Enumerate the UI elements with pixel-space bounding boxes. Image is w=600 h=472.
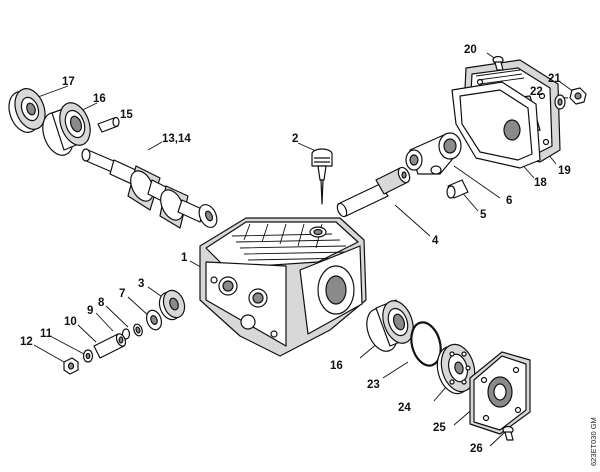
callout-3: 3	[138, 278, 144, 290]
callout-16-upper: 16	[93, 93, 106, 105]
part-26-screw	[502, 425, 514, 441]
drawing-code: 623ET030 GM	[589, 417, 598, 466]
part-12-nut	[63, 357, 79, 375]
part-24-bearing	[436, 343, 476, 395]
callout-labels: 17 16 15 13,14 2 1 3 7 8 9 10 11 12 4 5 …	[20, 44, 571, 455]
part-10-sleeve	[93, 333, 127, 359]
part-17-seal	[8, 88, 46, 133]
callout-2: 2	[292, 133, 298, 145]
part-16-bearing-lower	[366, 299, 414, 352]
callout-17: 17	[62, 76, 75, 88]
callout-12: 12	[20, 336, 33, 348]
part-20-bolt	[492, 55, 504, 71]
part-13-14-camshaft	[81, 148, 218, 229]
callout-20: 20	[464, 44, 477, 56]
callout-24: 24	[398, 402, 411, 414]
callout-21: 21	[548, 73, 561, 85]
callout-19: 19	[558, 165, 571, 177]
callout-9: 9	[87, 305, 93, 317]
callout-5: 5	[480, 209, 487, 221]
leader-lines	[33, 52, 575, 447]
part-22-washer	[554, 94, 566, 110]
part-4-piston	[336, 166, 411, 218]
callout-7: 7	[119, 288, 125, 300]
part-8-oring	[133, 323, 143, 337]
callout-6: 6	[506, 195, 512, 207]
callout-16-lower: 16	[330, 360, 343, 372]
callout-26: 26	[470, 443, 483, 455]
part-2-valve	[311, 148, 333, 205]
callout-11: 11	[40, 328, 53, 340]
part-6-connecting-rod	[405, 132, 462, 175]
callout-10: 10	[64, 316, 77, 328]
part-3-seal	[158, 289, 186, 321]
callout-4: 4	[432, 235, 439, 247]
part-21-plug	[569, 87, 587, 105]
callout-25: 25	[433, 422, 446, 434]
callout-8: 8	[98, 297, 105, 309]
part-23-oring	[410, 321, 442, 367]
callout-1: 1	[181, 252, 188, 264]
callout-23: 23	[367, 379, 380, 391]
part-18-gasket	[451, 81, 541, 169]
part-5-pin	[446, 179, 469, 199]
callout-13-14: 13,14	[162, 133, 191, 145]
part-1-housing	[199, 217, 367, 357]
callout-22: 22	[530, 86, 543, 98]
callout-18: 18	[534, 177, 547, 189]
part-15-key	[97, 116, 120, 133]
part-16-bearing-upper	[42, 102, 91, 156]
part-7-washer	[145, 309, 163, 331]
part-25-flange	[469, 351, 531, 435]
part-11-washer	[82, 349, 94, 363]
callout-15: 15	[120, 109, 133, 121]
